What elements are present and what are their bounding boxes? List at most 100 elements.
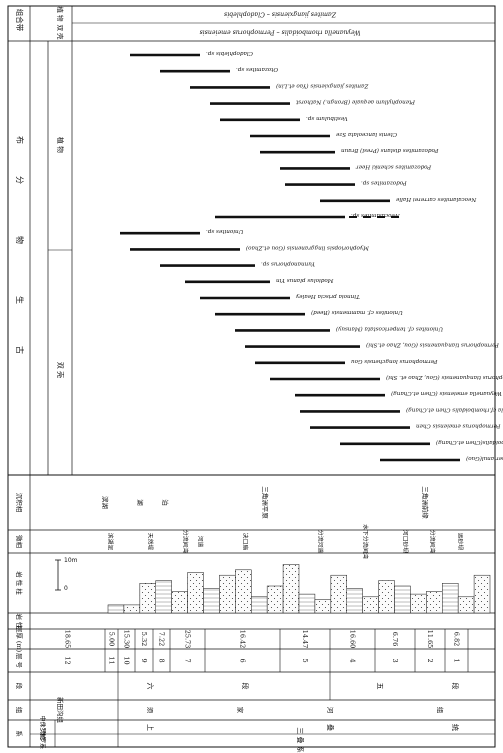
lithology-bed xyxy=(219,574,236,614)
lithology-bed xyxy=(410,593,427,614)
formation-label: 家 xyxy=(236,707,245,714)
taxon-name: Permophorus emeiensis Chen xyxy=(416,423,502,429)
facies-label: 滨湖 xyxy=(101,496,110,510)
layer-thickness: 15.30 xyxy=(123,630,131,649)
taxon-name: Vestibulum sp. xyxy=(306,115,348,121)
lithology-bed xyxy=(314,599,332,614)
lithology-bed xyxy=(378,580,395,614)
formation-label: 组 xyxy=(436,707,445,714)
formation-label: 新田沟组 xyxy=(56,697,65,724)
layer-number: 9 xyxy=(140,658,148,662)
taxon-name: Otozamites sp. xyxy=(236,66,278,72)
lithology-bed xyxy=(394,585,411,614)
lithology-bed xyxy=(187,572,204,614)
member-label: 段 xyxy=(241,683,250,690)
facies-label: 湖 xyxy=(136,499,145,506)
lithology-bed xyxy=(473,574,491,614)
lithology-bed xyxy=(330,574,348,614)
row-label: 微相 xyxy=(15,535,24,549)
facies-label: 三角洲前缘 xyxy=(421,486,430,519)
taxa-range-chart: Weyuanella humerianul(Guo)Weyuanella rho… xyxy=(120,50,503,462)
layer-number: 4 xyxy=(349,658,357,662)
layer-number: 10 xyxy=(123,656,131,664)
layer-thickness: 14.47 xyxy=(301,630,309,649)
lithology-bed xyxy=(203,588,220,614)
distribution-heading-char: 物 xyxy=(15,236,25,244)
taxon-name: Cladophlebis sp. xyxy=(206,50,253,56)
layer-number: 2 xyxy=(426,658,434,662)
distribution-heading-char: 分 xyxy=(15,176,24,184)
taxon-name: Modiolus planus Yin xyxy=(276,277,335,283)
plant-subgroup-label: 植 物 xyxy=(56,137,65,153)
layer-thickness: 5.32 xyxy=(140,632,148,646)
layer-number: 5 xyxy=(301,658,309,662)
scale-zero: 0 xyxy=(64,585,68,592)
microfacies-label: 决口扇 xyxy=(242,533,250,551)
microfacies-label: 分流间湾 xyxy=(429,530,437,553)
taxon-name: Permophorus tianquanensis (Gou, Zhao et.… xyxy=(366,342,500,349)
row-label: 沉积相 xyxy=(15,493,24,513)
lithology-bed xyxy=(362,596,379,614)
taxon-name: Weyuanella emeiensis (Chen et.Chang) xyxy=(391,390,502,397)
layer-number: 11 xyxy=(108,656,116,664)
series-label: 中侏罗统 xyxy=(39,715,47,739)
series-label: 统 xyxy=(451,724,460,731)
lithology-bed xyxy=(251,596,268,614)
taxon-name: Podozamites distans (Presl) Braun xyxy=(341,147,440,154)
row-label: 岩 性 xyxy=(15,613,24,629)
microfacies-label: 远砂坝 xyxy=(457,533,465,551)
microfacies-label: 河道 xyxy=(197,536,205,548)
row-label: 岩 性 柱 xyxy=(15,571,24,595)
taxon-name: Yunnanophorus sp. xyxy=(261,261,315,267)
taxon-name: Permophorus longchensis Gou xyxy=(351,358,439,364)
formation-label: 须 xyxy=(146,707,155,714)
lithology-bed xyxy=(235,569,252,614)
lithology-bed xyxy=(457,596,475,614)
lithology-bed xyxy=(266,585,284,614)
layer-thickness: 5.00 xyxy=(108,632,116,646)
system-label: 侏罗系 xyxy=(39,731,47,749)
layer-number: 7 xyxy=(184,658,192,662)
distribution-heading-char: 生 xyxy=(15,296,25,304)
taxon-name: Weyuanella humerianul(Guo) xyxy=(466,455,503,462)
microfacies-label: 天然堤 xyxy=(147,533,155,551)
lithology-bed xyxy=(442,583,459,614)
microfacies-label: 分流河道 xyxy=(317,530,325,553)
lithology-bed xyxy=(107,604,125,614)
layer-number: 1 xyxy=(453,658,461,662)
layer-number: 3 xyxy=(391,658,399,662)
series-label: 上 xyxy=(146,724,155,731)
microfacies-label: 滨湖泥 xyxy=(107,533,115,551)
taxon-name: Ptenophyllum aequale (Brongn.) Nathorst xyxy=(295,99,416,106)
taxon-name: Permophorus tianquanensis (Gou, Zhao et.… xyxy=(386,374,503,381)
scale-label: 10m xyxy=(64,557,78,564)
layer-thickness: 11.65 xyxy=(426,630,434,649)
layer-number: 12 xyxy=(64,656,72,664)
row-label: 层厚 (m) xyxy=(15,626,23,653)
layer-thickness: 16.42 xyxy=(239,630,247,649)
lithology-bed xyxy=(282,564,300,614)
lithology-bed xyxy=(346,588,363,614)
taxon-name: Unionites sp. xyxy=(206,228,244,234)
layer-thickness: 6.82 xyxy=(453,632,461,646)
lithology-bed xyxy=(171,591,188,614)
member-label: 六 xyxy=(146,683,155,690)
bivalve-assemblage-name: Weyuanella rhomboidalis – Permophorus em… xyxy=(200,29,361,36)
taxon-name: Zamites jiangxiensis (Yao et.Lin) xyxy=(276,82,369,89)
taxon-name: Podozamites schenki Heer xyxy=(356,163,432,169)
taxon-name: Ctenis lanceolata Sze xyxy=(335,131,397,137)
plant-assemblage-name: Zamites jiangxiensis – Cladophlebis xyxy=(224,11,337,18)
taxon-name: Weyuanella cf.rhomboidalis Chen et.Chang… xyxy=(406,406,503,413)
outer-border xyxy=(7,5,496,748)
layer-thickness: 25.73 xyxy=(184,630,192,649)
series-label: 叠 xyxy=(326,724,334,731)
layer-number: 8 xyxy=(158,658,166,662)
system-label: 三 叠 系 xyxy=(296,727,305,752)
taxon-name: Neocalamites sp. xyxy=(351,212,401,218)
lithology-bed xyxy=(426,591,443,614)
lithology-bed xyxy=(298,593,316,614)
layer-number: 6 xyxy=(239,658,247,662)
taxon-name: Myophoriopsis linggranensis (Gou et.Zhao… xyxy=(246,244,370,251)
taxon-name: Podozamites sp. xyxy=(361,180,408,186)
